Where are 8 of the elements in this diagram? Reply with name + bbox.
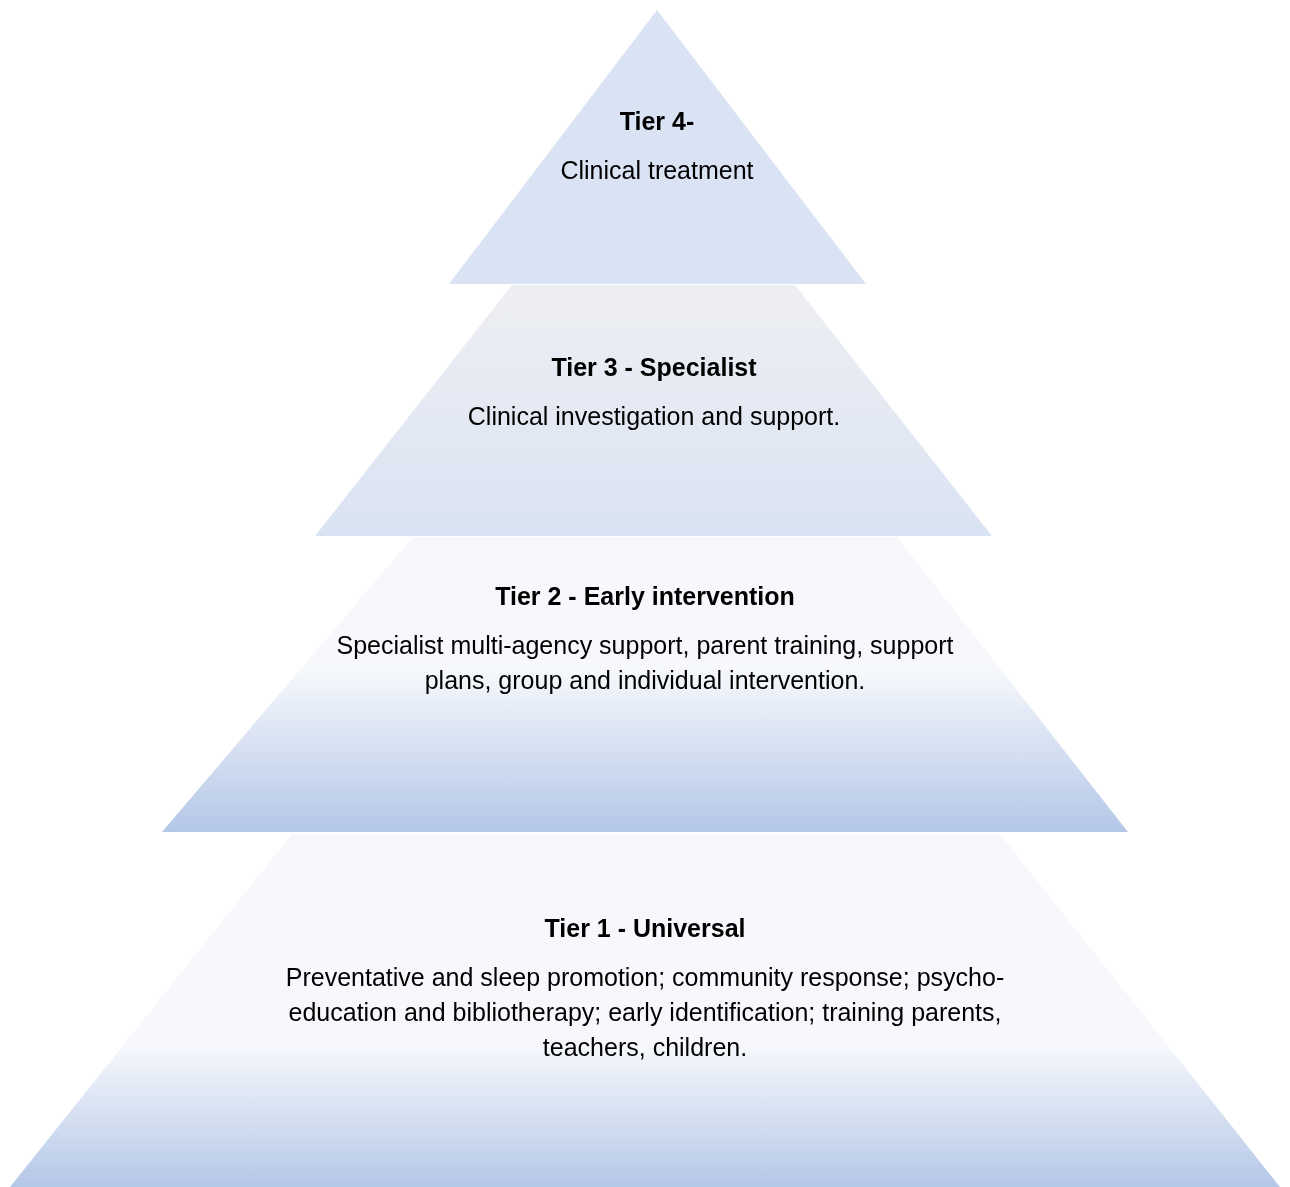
tier-heading: Tier 2 - Early intervention (494, 581, 796, 612)
tier-heading: Tier 4- (618, 106, 696, 137)
tier-heading: Tier 1 - Universal (543, 913, 747, 944)
tier-description: Preventative and sleep promotion; community response; psycho-education and bibliotherapy; early identification; training parents, teachers, children. (284, 962, 1006, 1063)
tier-description: Clinical treatment (559, 155, 755, 186)
tier-description: Clinical investigation and support. (466, 401, 842, 432)
tier-heading: Tier 3 - Specialist (550, 352, 758, 383)
tier-description: Specialist multi-agency support, parent training, support plans, group and individual intervention. (335, 630, 955, 696)
